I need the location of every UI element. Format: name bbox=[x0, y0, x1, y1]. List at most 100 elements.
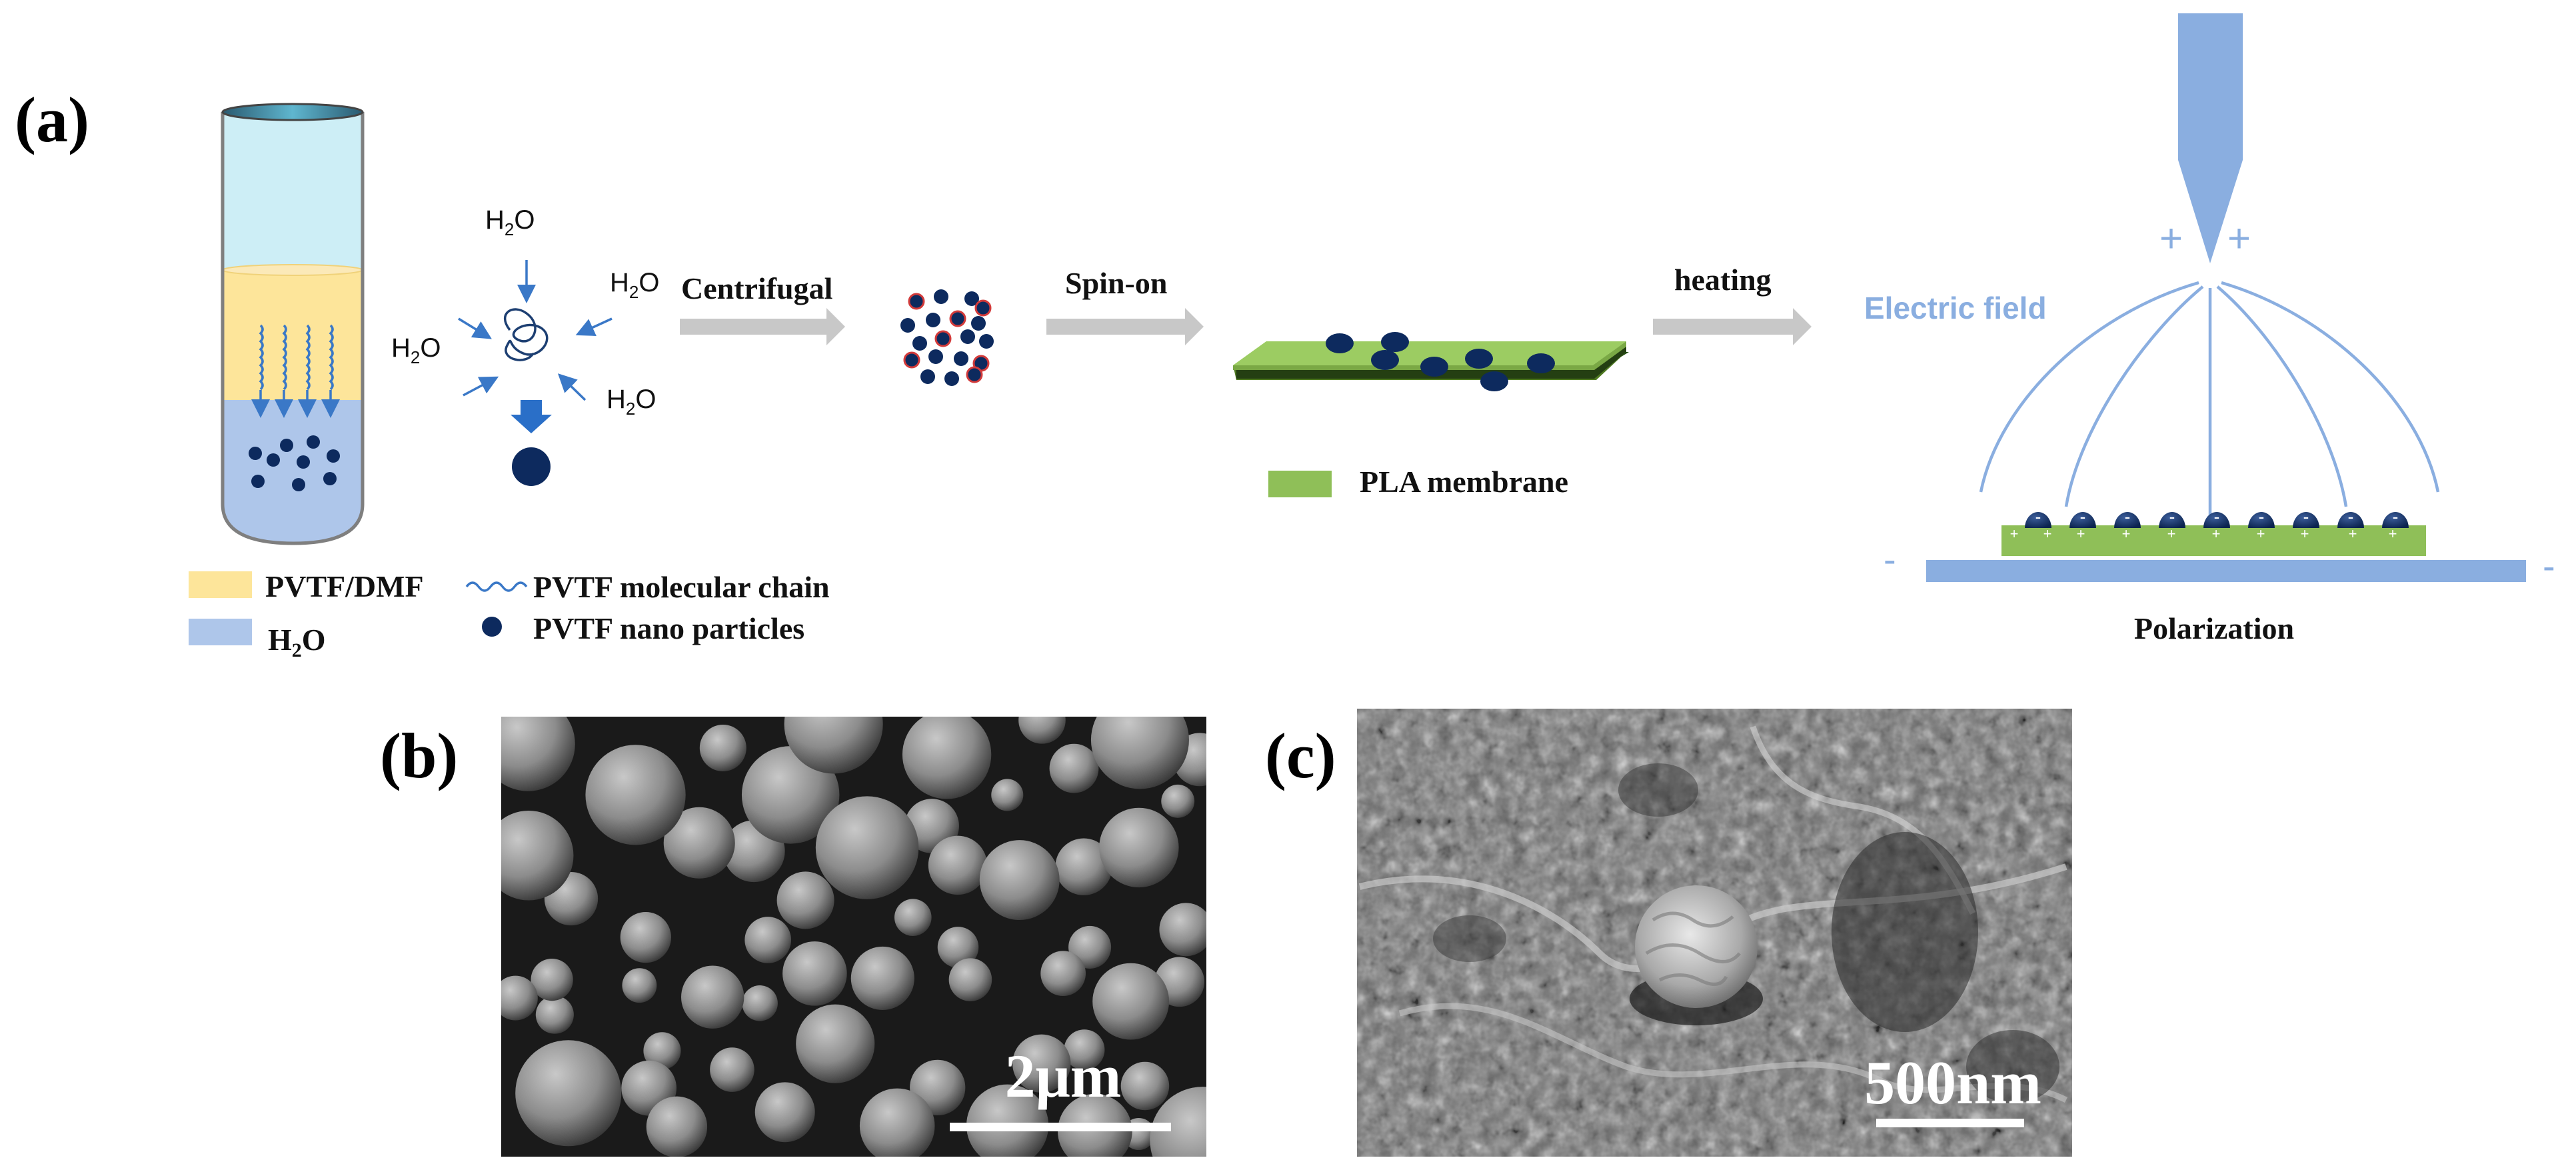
arrow-heating bbox=[1653, 308, 1812, 345]
cluster-particle bbox=[949, 310, 966, 327]
membrane-particle bbox=[1465, 349, 1493, 369]
panel-label-a: (a) bbox=[15, 84, 89, 155]
membrane-particle bbox=[1381, 332, 1409, 352]
sem-sphere bbox=[1064, 1029, 1105, 1071]
h2o-label-top: H2O bbox=[485, 205, 535, 239]
membrane-charge-plus: + bbox=[2043, 525, 2052, 542]
sem-sphere bbox=[501, 717, 575, 791]
legend-label-particles: PVTF nano particles bbox=[533, 611, 804, 645]
sem-sphere bbox=[937, 927, 979, 968]
tube-chain-3 bbox=[305, 324, 311, 391]
scale-bar-b bbox=[950, 1123, 1171, 1131]
sem-sphere bbox=[966, 1084, 1049, 1157]
particle-charge-minus: - bbox=[2214, 507, 2220, 527]
h2o-label-bottom: H2O bbox=[607, 385, 656, 419]
membrane-charge-plus: + bbox=[2389, 525, 2397, 542]
membrane-particle bbox=[1480, 371, 1508, 391]
test-tube bbox=[221, 103, 365, 545]
polarization-setup: + + Electric field ---------++++++++++ -… bbox=[1864, 13, 2555, 645]
sem-sphere bbox=[948, 958, 992, 1001]
corona-needle bbox=[2178, 13, 2243, 263]
legend-icon-chain bbox=[465, 581, 528, 592]
sem-sphere bbox=[1049, 743, 1099, 793]
membrane-charge-plus: + bbox=[2301, 525, 2309, 542]
sem-sphere bbox=[1159, 903, 1206, 957]
sem-sphere bbox=[515, 1040, 622, 1147]
polarized-particle bbox=[2382, 512, 2409, 528]
sem-sphere bbox=[796, 1004, 875, 1083]
needle-charge-plus-right: + bbox=[2227, 216, 2251, 261]
sem-sphere bbox=[622, 968, 657, 1003]
sem-sphere bbox=[535, 995, 574, 1034]
cluster-particle bbox=[960, 329, 975, 344]
cluster-particle bbox=[928, 349, 943, 364]
sem-sphere bbox=[699, 724, 746, 771]
h2o-label-left: H2O bbox=[391, 333, 441, 367]
membrane-particle bbox=[1527, 353, 1555, 373]
particle-charge-minus: - bbox=[2303, 507, 2309, 527]
cluster-particle bbox=[964, 291, 979, 306]
membrane-particles bbox=[1326, 332, 1555, 391]
sem-sphere bbox=[643, 1032, 681, 1070]
sem-sphere bbox=[815, 796, 919, 899]
step-polarization: Polarization bbox=[2134, 611, 2294, 645]
sem-sphere bbox=[585, 745, 686, 845]
cluster-particle bbox=[966, 366, 983, 383]
sem-sphere bbox=[710, 1047, 754, 1092]
polarized-particle bbox=[2025, 512, 2051, 528]
membrane-particle bbox=[1420, 357, 1448, 377]
legend-swatch-pla bbox=[1268, 471, 1332, 497]
sem-sphere bbox=[1092, 963, 1170, 1040]
sem-sphere bbox=[776, 871, 834, 929]
particle-charge-minus: - bbox=[2080, 507, 2086, 527]
electrode-charge-minus-left: - bbox=[1884, 538, 1896, 580]
step-heating: heating bbox=[1674, 263, 1772, 297]
sem-sphere bbox=[531, 958, 573, 1001]
sem-sphere bbox=[1090, 717, 1189, 789]
membrane-charge-plus: + bbox=[2167, 525, 2176, 542]
arrow-centrifugal bbox=[680, 308, 845, 345]
sem-sphere bbox=[1120, 1061, 1170, 1111]
sem-sphere bbox=[1040, 951, 1086, 997]
sem-sphere bbox=[681, 965, 744, 1029]
polarized-particle bbox=[2248, 512, 2275, 528]
panel-label-c: (c) bbox=[1265, 720, 1336, 791]
tube-molecular-chains bbox=[259, 324, 334, 391]
chain-coil-icon bbox=[458, 260, 613, 486]
sem-sphere bbox=[1161, 784, 1195, 818]
tube-chain-1 bbox=[259, 324, 264, 391]
membrane-particle bbox=[1371, 350, 1399, 370]
particle-cluster bbox=[900, 289, 994, 386]
polarized-particle bbox=[2337, 512, 2364, 528]
sem-sphere bbox=[501, 975, 538, 1021]
step-spin-on: Spin-on bbox=[1065, 266, 1167, 300]
sem-sphere bbox=[894, 899, 932, 936]
water-layer bbox=[223, 400, 363, 543]
sem-sphere bbox=[928, 835, 988, 895]
polarized-particle bbox=[2293, 512, 2319, 528]
membrane-charge-plus: + bbox=[2010, 525, 2019, 542]
sem-sphere bbox=[646, 1096, 708, 1157]
sem-sphere bbox=[784, 717, 883, 774]
scale-bar-c bbox=[1876, 1119, 2024, 1127]
scale-bar-label-b: 2μm bbox=[1005, 1042, 1122, 1110]
sem-image-b bbox=[501, 717, 1206, 1157]
polarized-particle bbox=[2114, 512, 2141, 528]
particle-charge-minus: - bbox=[2169, 507, 2175, 527]
electrode-charge-minus-right: - bbox=[2543, 545, 2555, 587]
legend-label-dmf: PVTF/DMF bbox=[265, 569, 424, 603]
polarized-particle bbox=[2203, 512, 2230, 528]
polarized-particle bbox=[2069, 512, 2096, 528]
sem-sphere bbox=[620, 911, 671, 963]
tube-nano-particles bbox=[249, 435, 340, 491]
cluster-particle bbox=[934, 330, 952, 347]
field-lines bbox=[1979, 281, 2440, 520]
sem-sphere bbox=[741, 746, 840, 844]
sem-sphere bbox=[754, 1082, 815, 1143]
cluster-particle bbox=[926, 313, 940, 327]
cluster-particle bbox=[920, 369, 935, 384]
panel-label-b: (b) bbox=[380, 720, 458, 791]
sem-sphere bbox=[859, 1088, 935, 1157]
sem-sphere bbox=[501, 811, 574, 901]
